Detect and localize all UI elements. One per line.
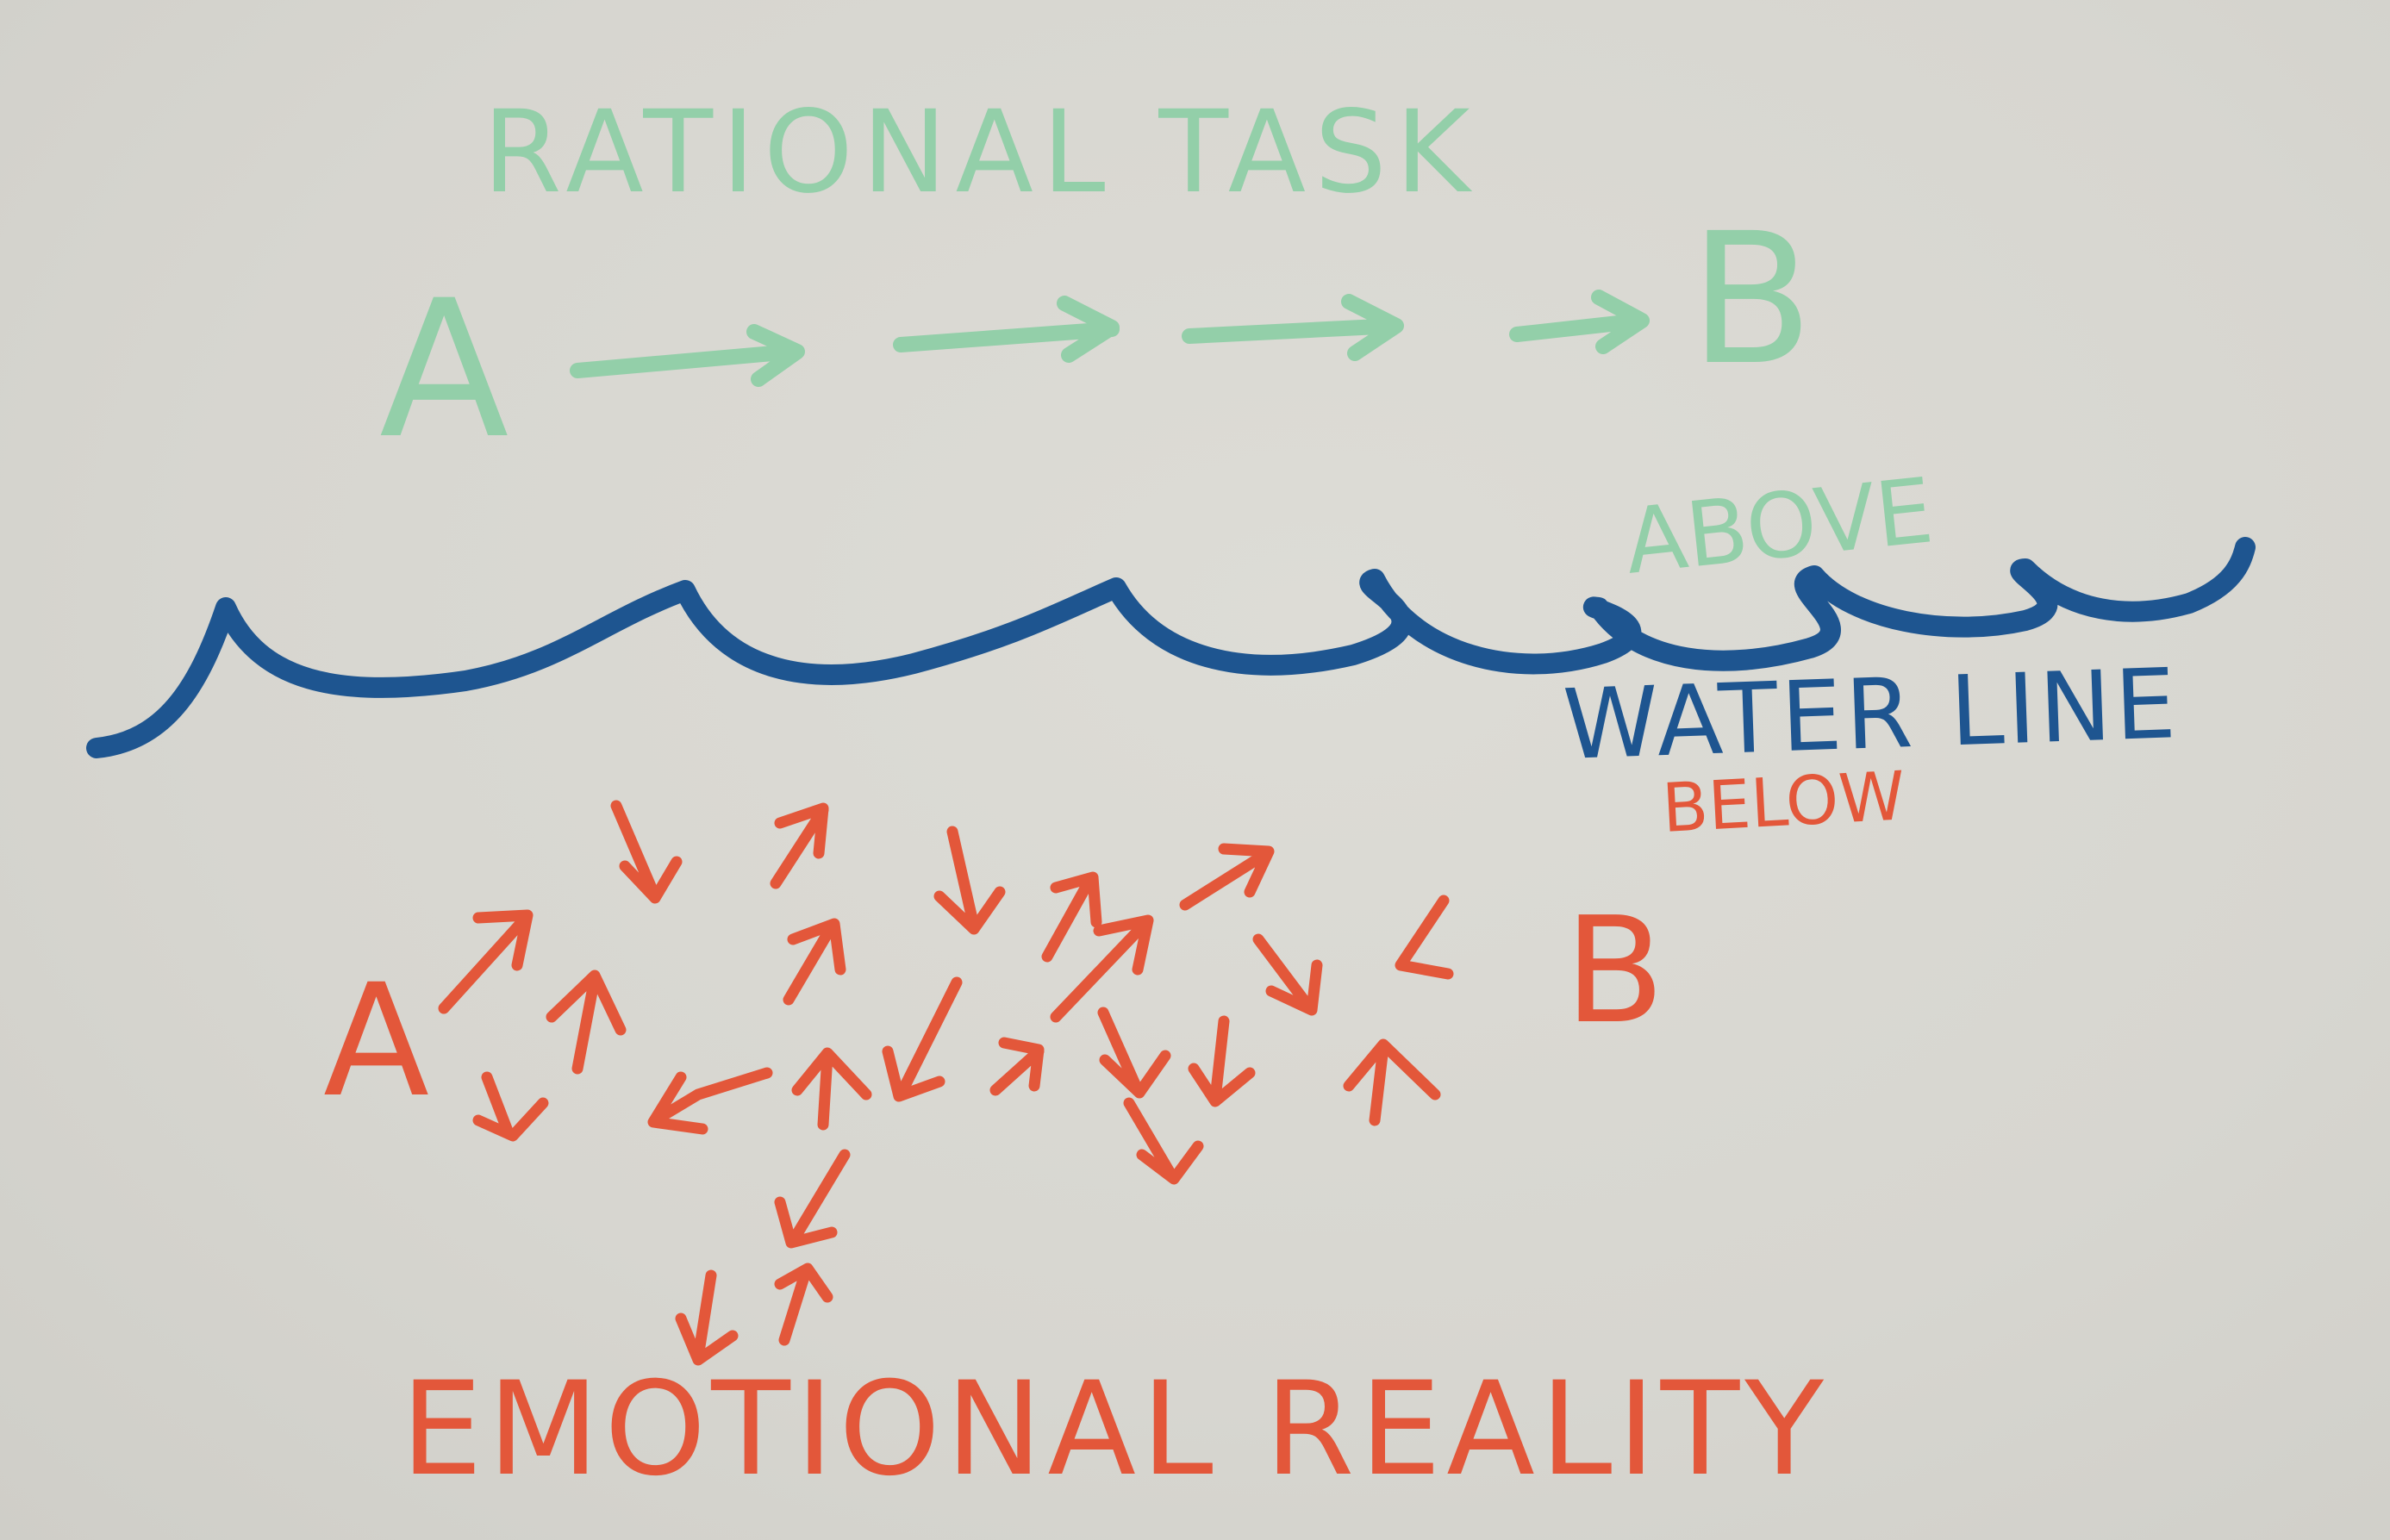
rational-end-b: B — [1689, 194, 1813, 405]
chaotic-arrow-18 — [1188, 1015, 1256, 1107]
emotional-end-b: B — [1564, 886, 1665, 1057]
chaotic-arrow-14 — [882, 976, 963, 1102]
chaotic-arrow-7 — [783, 918, 846, 1006]
rational-arrow-3 — [1182, 294, 1404, 361]
chaotic-arrow-15 — [647, 1067, 773, 1135]
water-line-wave-main — [86, 537, 2256, 758]
emotional-start-a: A — [323, 951, 429, 1132]
chaotic-arrow-4 — [1041, 871, 1102, 963]
emotional-reality-heading: EMOTIONAL REALITY — [401, 1355, 1829, 1505]
rational-task-heading: RATIONAL TASK — [483, 86, 1478, 219]
chaotic-arrow-5 — [1179, 843, 1275, 911]
chaotic-arrow-19 — [1123, 1097, 1204, 1185]
chaotic-arrow-17 — [989, 1037, 1045, 1096]
rational-arrow-2 — [893, 296, 1120, 363]
chaotic-arrow-21 — [774, 1149, 851, 1249]
chaotic-arrow-2 — [770, 802, 829, 889]
above-label: ABOVE — [1620, 458, 1938, 595]
chaotic-arrow-6 — [438, 909, 534, 1014]
chaotic-arrow-10 — [1252, 933, 1323, 1016]
chaotic-arrow-22 — [675, 1269, 739, 1366]
below-label: BELOW — [1660, 758, 1906, 848]
chaotic-arrow-23 — [774, 1263, 833, 1346]
chaotic-arrow-12 — [546, 970, 627, 1075]
chaotic-arrow-9 — [1097, 1007, 1171, 1099]
rational-start-a: A — [379, 259, 509, 480]
chaotic-arrow-16 — [791, 1047, 872, 1131]
chaotic-arrow-8 — [1050, 914, 1154, 1023]
chaotic-arrows — [438, 800, 1454, 1366]
water-line-label: WATER LINE — [1561, 648, 2181, 782]
rational-arrow-4 — [1509, 290, 1650, 354]
rational-straight-arrows — [570, 290, 1650, 387]
chaotic-arrow-11 — [1395, 895, 1454, 980]
chaotic-arrow-3 — [933, 826, 1006, 935]
chaotic-arrow-20 — [1343, 1038, 1441, 1126]
rational-arrow-1 — [570, 324, 805, 387]
chaotic-arrow-13 — [472, 1071, 549, 1142]
chaotic-arrow-1 — [610, 800, 683, 904]
